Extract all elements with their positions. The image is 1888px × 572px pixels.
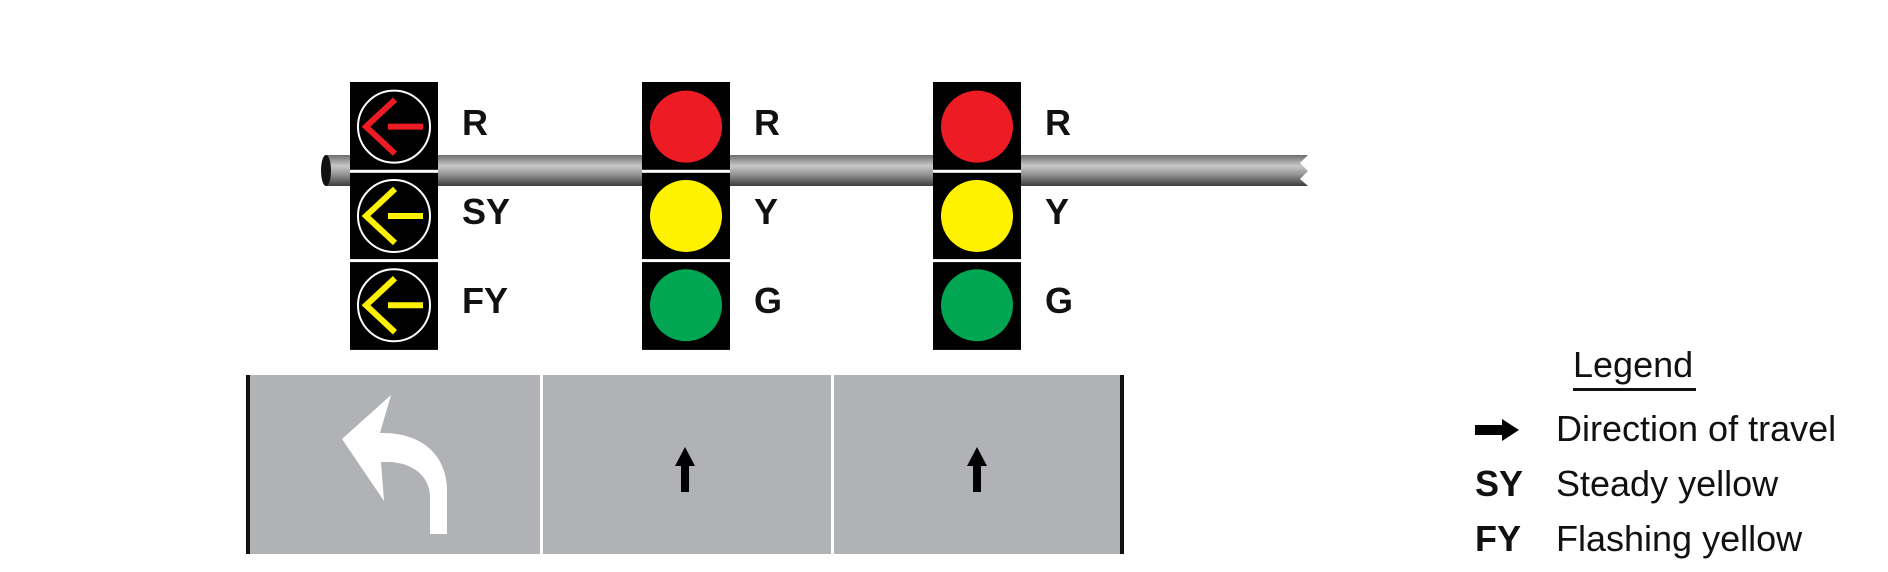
signal-heads xyxy=(350,82,1021,350)
yellow-ball-indication xyxy=(650,179,722,252)
yellow-left-arrow-indication-icon xyxy=(357,178,431,253)
mast-arm-pole xyxy=(321,155,1308,186)
legend-item-flashing-yellow: Flashing yellow xyxy=(1556,518,1803,559)
arrow-right-icon xyxy=(1475,419,1519,441)
section-divider xyxy=(933,259,1021,263)
signal-head-1 xyxy=(350,82,438,350)
legend-title: Legend xyxy=(1573,344,1694,385)
legend-key-sy: SY xyxy=(1475,463,1524,504)
signal-head-3 xyxy=(933,82,1021,350)
signal-label-y: Y xyxy=(1045,190,1070,232)
green-ball-indication xyxy=(941,269,1013,342)
red-left-arrow-indication-icon xyxy=(357,89,431,164)
section-divider xyxy=(642,259,730,263)
signal-head-2 xyxy=(642,82,730,350)
signal-label-sy: SY xyxy=(462,190,511,232)
pole-end-cap xyxy=(321,155,331,186)
legend-key-fy: FY xyxy=(1475,518,1522,559)
signal-label-g: G xyxy=(754,280,783,322)
through-arrow-icon xyxy=(967,447,987,492)
section-divider xyxy=(933,169,1021,173)
pole-body xyxy=(326,155,1308,186)
left-turn-pavement-arrow-icon xyxy=(342,395,447,534)
section-divider xyxy=(642,169,730,173)
lane-edge-right xyxy=(1120,375,1124,554)
section-divider xyxy=(350,259,438,263)
lane-edge-left xyxy=(246,375,250,554)
yellow-left-arrow-indication-icon xyxy=(357,268,431,343)
signal-label-y: Y xyxy=(754,190,779,232)
signal-label-r: R xyxy=(754,101,780,143)
signal-label-r: R xyxy=(462,101,488,143)
green-ball-indication xyxy=(650,269,722,342)
signal-label-g: G xyxy=(1045,280,1074,322)
lane-divider-2 xyxy=(831,375,834,554)
lane-divider-1 xyxy=(540,375,543,554)
red-ball-indication xyxy=(650,90,722,163)
lane-area xyxy=(246,375,1124,554)
red-ball-indication xyxy=(941,90,1013,163)
legend-item-steady-yellow: Steady yellow xyxy=(1556,463,1779,504)
signal-label-fy: FY xyxy=(462,280,509,322)
legend-title-underline xyxy=(1573,388,1696,391)
legend-item-direction-of-travel: Direction of travel xyxy=(1556,408,1837,449)
yellow-ball-indication xyxy=(941,179,1013,252)
section-divider xyxy=(350,169,438,173)
through-arrow-icon xyxy=(675,447,695,492)
signal-label-r: R xyxy=(1045,101,1071,143)
